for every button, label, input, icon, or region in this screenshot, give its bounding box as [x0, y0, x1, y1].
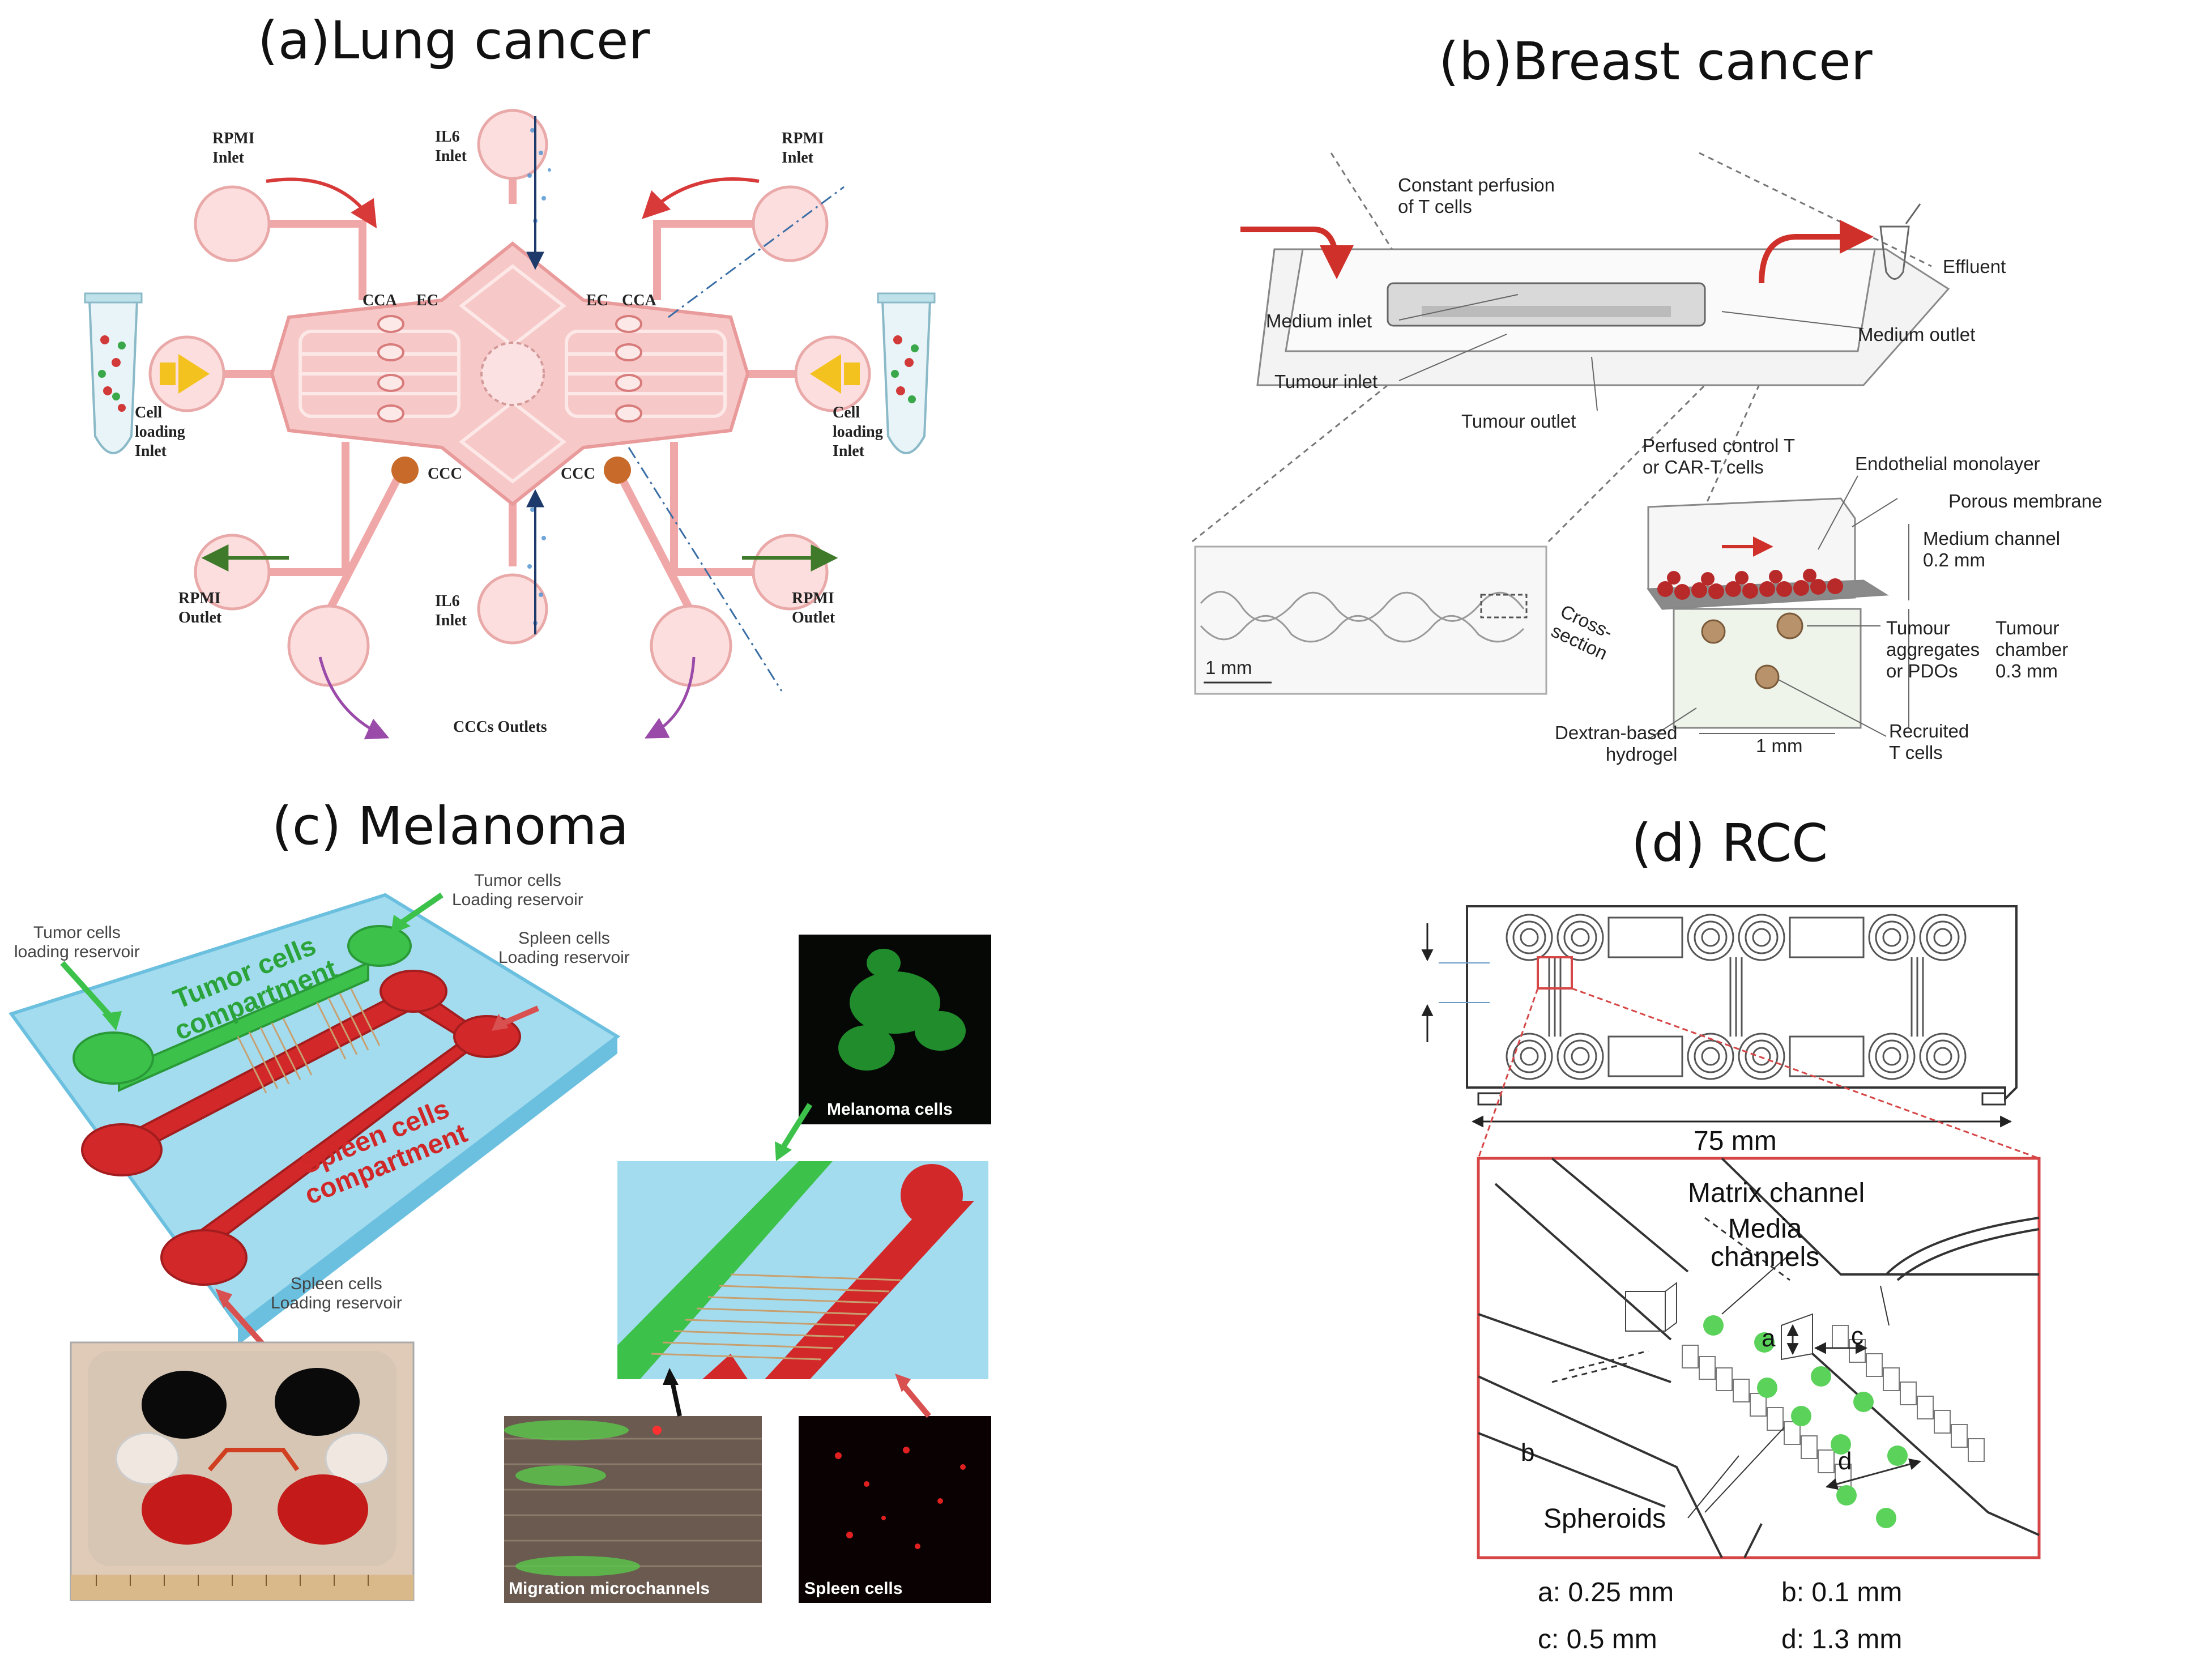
panel-a-title: (a)Lung cancer	[258, 10, 650, 71]
rcc-chip-diagram	[1421, 905, 2041, 1559]
lung-reservoirs	[148, 109, 871, 687]
melanoma-chip-diagram	[8, 892, 991, 1603]
dim-c-marker: c	[1851, 1322, 1863, 1350]
dimension-b: b: 0.1 mm	[1781, 1577, 1903, 1607]
effluent-label: Effluent	[1943, 256, 2006, 277]
dim-a-marker: a	[1762, 1324, 1776, 1352]
rcc-width-label: 75 mm	[1694, 1126, 1777, 1156]
scale-1mm-right-label: 1 mm	[1756, 735, 1803, 756]
porous-membrane-label: Porous membrane	[1948, 491, 2103, 511]
dimension-a: a: 0.25 mm	[1538, 1577, 1674, 1607]
migration-label: Migration microchannels	[509, 1579, 710, 1598]
breast-chip-diagram	[1189, 152, 1950, 740]
ccc-right-label: CCC	[561, 465, 595, 483]
panel-a-lung-cancer: (a)Lung cancer	[0, 0, 1076, 793]
tumour-inlet-label: Tumour inlet	[1274, 371, 1378, 392]
spleen-cells-label: Spleen cells	[804, 1579, 903, 1598]
cell-loading-tubes	[84, 292, 936, 454]
spheroids-label: Spheroids	[1543, 1504, 1666, 1534]
medium-outlet-label: Medium outlet	[1858, 324, 1976, 345]
scale-1mm-left-label: 1 mm	[1205, 657, 1252, 678]
panel-c-melanoma: (c) Melanoma	[0, 787, 1076, 1680]
ec-left-label: EC	[416, 292, 438, 309]
dim-b-marker: b	[1521, 1439, 1535, 1466]
endothelial-label: Endothelial monolayer	[1855, 453, 2040, 474]
panel-c-title: (c) Melanoma	[272, 796, 629, 856]
dimension-c: c: 0.5 mm	[1538, 1624, 1657, 1655]
panel-d-title: (d) RCC	[1631, 813, 1828, 873]
matrix-channel-label: Matrix channel	[1688, 1178, 1865, 1208]
ec-right-label: EC	[586, 292, 608, 309]
panel-b-title: (b)Breast cancer	[1439, 31, 1873, 92]
lung-chip-diagram	[84, 109, 936, 740]
dim-d-marker: d	[1838, 1447, 1852, 1475]
dimension-d: d: 1.3 mm	[1781, 1624, 1903, 1655]
panel-b-breast-cancer: (b)Breast cancer	[1104, 0, 2209, 793]
ccc-left-label: CCC	[428, 465, 462, 483]
tumour-outlet-label: Tumour outlet	[1461, 411, 1576, 432]
panel-d-rcc: (d) RCC	[1104, 787, 2209, 1680]
ccc-outlets-label: CCCs Outlets	[453, 718, 547, 736]
medium-inlet-label: Medium inlet	[1266, 310, 1372, 331]
cca-right-label: CCA	[622, 292, 656, 309]
cca-left-label: CCA	[363, 292, 397, 309]
melanoma-cells-label: Melanoma cells	[827, 1100, 953, 1119]
